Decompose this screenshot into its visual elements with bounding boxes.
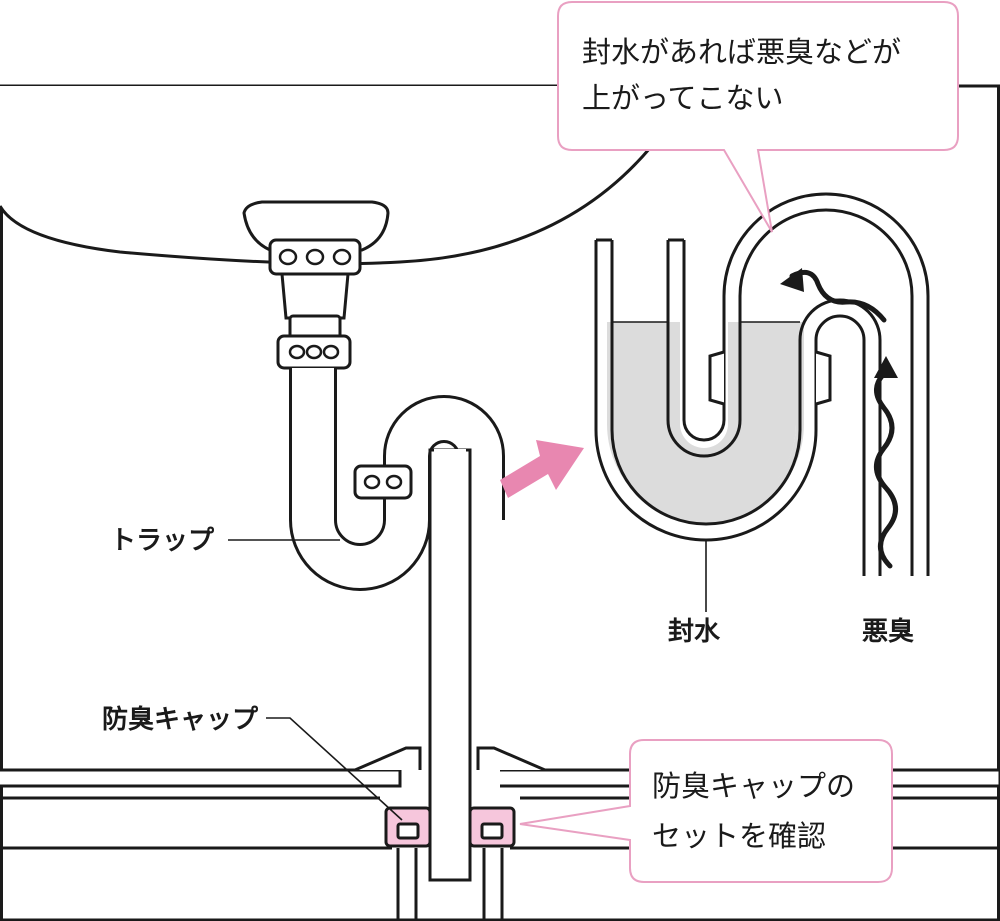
pink-arrow-icon: [500, 440, 584, 498]
trap-pipe: [289, 368, 505, 882]
bad-odor-label: 悪臭: [862, 617, 914, 647]
bottom-callout-line2: セットを確認: [652, 819, 826, 853]
odor-cap-label: 防臭キャップ: [102, 705, 259, 735]
bottom-callout-line1: 防臭キャップの: [652, 769, 855, 803]
top-callout-line2: 上がってこない: [582, 81, 784, 115]
trap-nut: [353, 464, 413, 500]
trap-label: トラップ: [110, 526, 215, 556]
seal-water-label: 封水: [668, 617, 721, 647]
top-callout: 封水があれば悪臭などが 上がってこない: [557, 1, 959, 233]
odor-cap: [384, 806, 516, 848]
bottom-callout: 防臭キャップの セットを確認: [519, 739, 893, 883]
leader-lines: [228, 539, 707, 821]
odor-arrowheads-icon: [780, 268, 898, 378]
top-callout-line1: 封水があれば悪臭などが: [582, 35, 901, 69]
odor-arrow-icon: [789, 269, 898, 569]
drain-fitting: [242, 200, 390, 370]
